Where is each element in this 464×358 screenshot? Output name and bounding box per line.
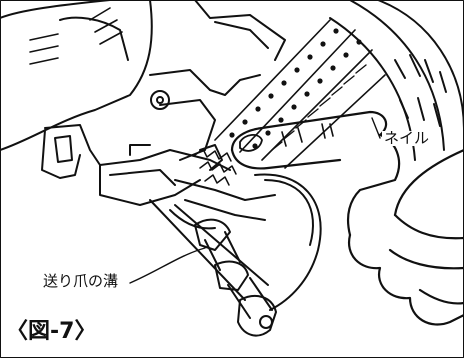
nose-assembly	[149, 173, 322, 337]
tool-housing	[0, 0, 286, 161]
housing-grip-lines	[29, 7, 123, 65]
nail-heads	[271, 64, 367, 151]
groove-leader-line	[129, 247, 206, 284]
figure-number-label: 〈図-7〉	[6, 319, 97, 344]
feed-mechanism	[41, 124, 276, 230]
nail-strip	[214, 19, 386, 169]
feed-claw-springs	[194, 148, 237, 186]
nail-strip-perforations	[229, 28, 362, 149]
finger-creases	[281, 123, 334, 147]
coil-drum	[329, 0, 464, 161]
finger-nail	[239, 134, 263, 152]
nail-callout-label: ネイル	[382, 129, 432, 147]
nail-leader-line	[371, 117, 381, 139]
feed-claw-groove-callout-label: 送り爪の溝	[41, 272, 121, 290]
